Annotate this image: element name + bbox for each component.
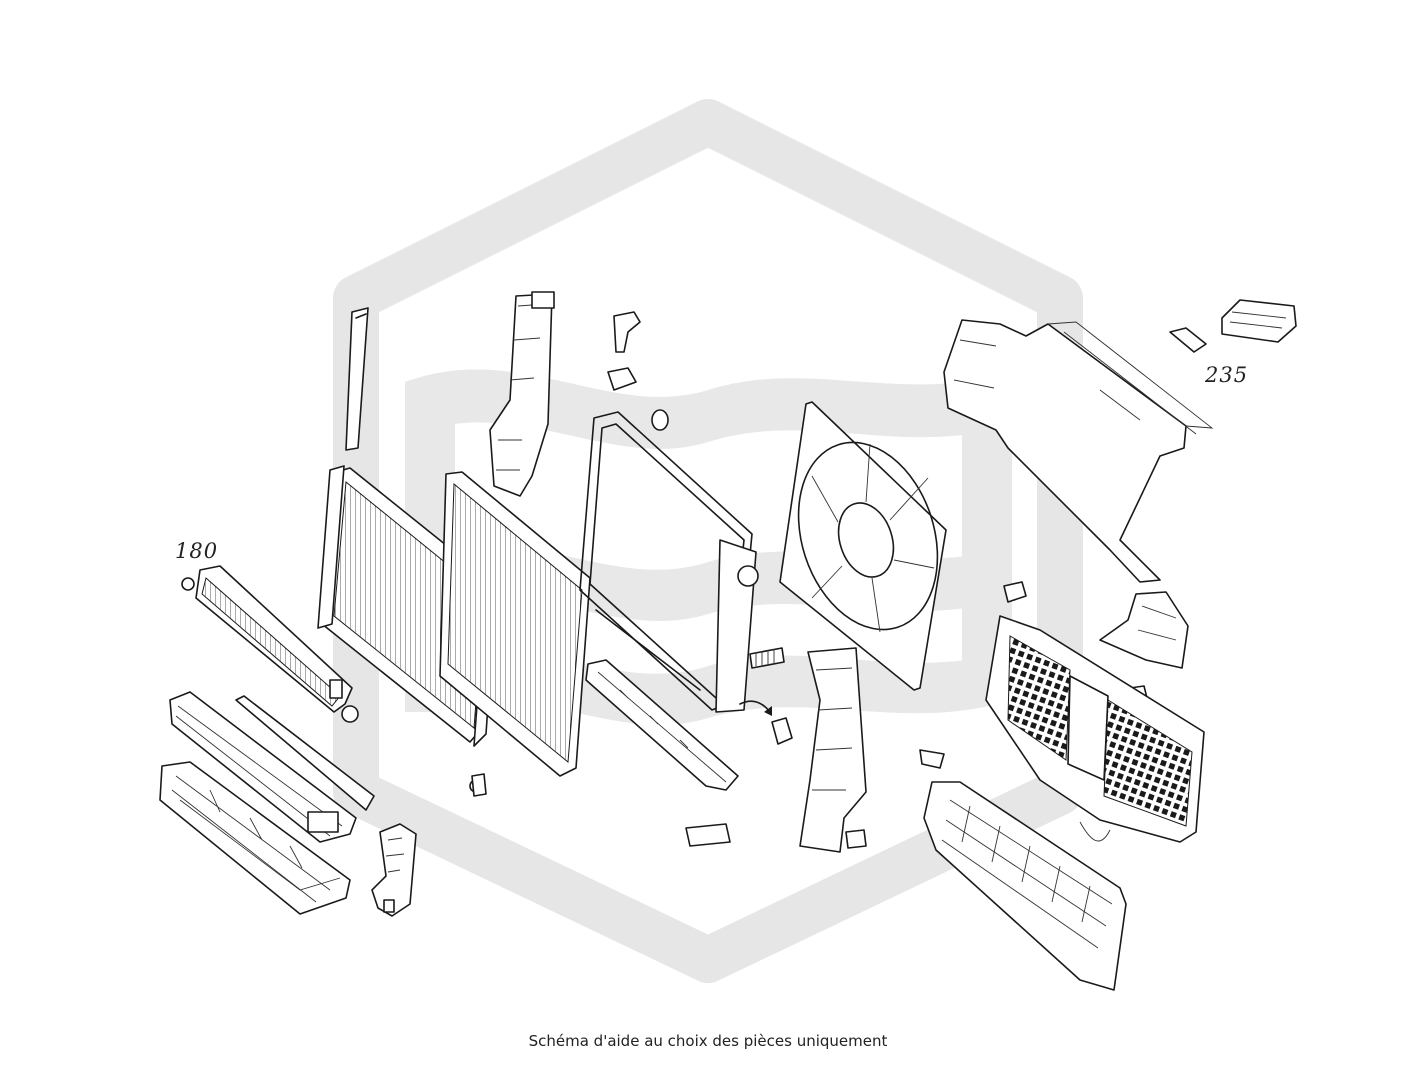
sealing-strip	[345, 307, 369, 451]
callout-label-180: 180	[175, 539, 218, 563]
diagram-caption: Schéma d'aide au choix des pièces unique…	[528, 1032, 888, 1050]
radiator-core	[439, 471, 591, 777]
front-grille	[985, 615, 1205, 843]
lower-front-panel	[923, 781, 1127, 991]
radiator-frame	[579, 411, 759, 713]
lower-bracket	[371, 823, 417, 917]
center-side-bracket	[799, 647, 867, 853]
mounting-clips	[471, 311, 1149, 849]
lower-cooler-tray	[169, 691, 375, 843]
direction-arrow	[739, 700, 772, 716]
right-air-guide	[1099, 591, 1189, 669]
auxiliary-cooler	[181, 565, 359, 723]
callout-label-235: 235	[1204, 363, 1248, 387]
fan-shroud	[779, 401, 947, 691]
upper-crossmember	[943, 319, 1214, 583]
upper-side-bracket	[489, 291, 555, 497]
lower-shroud-strip	[585, 659, 739, 791]
lower-air-duct	[159, 761, 351, 915]
control-module	[1169, 299, 1297, 353]
